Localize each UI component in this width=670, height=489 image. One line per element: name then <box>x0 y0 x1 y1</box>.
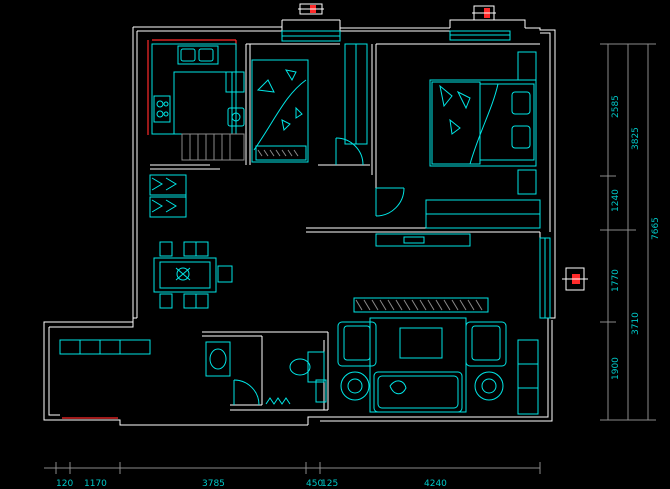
storage-cabinets <box>149 174 187 218</box>
living-room <box>337 297 539 415</box>
window-markers <box>298 3 588 291</box>
dim-right-7: 7665 <box>651 217 661 240</box>
dim-right-6: 3710 <box>631 312 641 335</box>
accent-walls <box>62 39 237 419</box>
dimension-text-bottom: 120 1170 3785 450 125 4240 <box>56 479 447 489</box>
door-swing-icon <box>335 137 364 166</box>
dining-table-icon <box>153 257 217 293</box>
bed-icon <box>429 79 537 167</box>
interior-walls <box>150 43 540 411</box>
window-marker-icon <box>298 3 324 15</box>
dim-bottom-2: 1170 <box>84 479 107 489</box>
bedroom <box>375 51 541 247</box>
bathroom <box>205 341 327 406</box>
door-swing-icon <box>233 379 260 406</box>
dim-right-3: 1770 <box>611 269 621 292</box>
sink-icon <box>227 107 245 127</box>
window-marker-icon <box>472 5 496 21</box>
window-marker-icon <box>562 267 588 291</box>
sofa-icon <box>337 297 507 413</box>
sink-icon <box>205 341 231 377</box>
wall-windows <box>59 30 551 355</box>
dim-right-1: 2585 <box>611 95 621 118</box>
dim-bottom-4: 450 <box>306 479 323 489</box>
dimension-lines <box>44 43 656 474</box>
dining-area <box>153 241 233 309</box>
kitchen <box>151 43 245 161</box>
study-room <box>251 43 368 166</box>
dim-bottom-6: 4240 <box>424 479 447 489</box>
dim-right-2: 1240 <box>611 189 621 212</box>
stove-icon <box>156 100 169 118</box>
dim-right-5: 3825 <box>631 127 641 150</box>
door-swing-icon <box>375 187 405 217</box>
dimension-text-right: 2585 1240 1770 1900 3825 3710 7665 <box>611 95 661 380</box>
dim-bottom-5: 125 <box>321 479 338 489</box>
dim-bottom-1: 120 <box>56 479 73 489</box>
dim-right-4: 1900 <box>611 357 621 380</box>
dim-bottom-3: 3785 <box>202 479 225 489</box>
